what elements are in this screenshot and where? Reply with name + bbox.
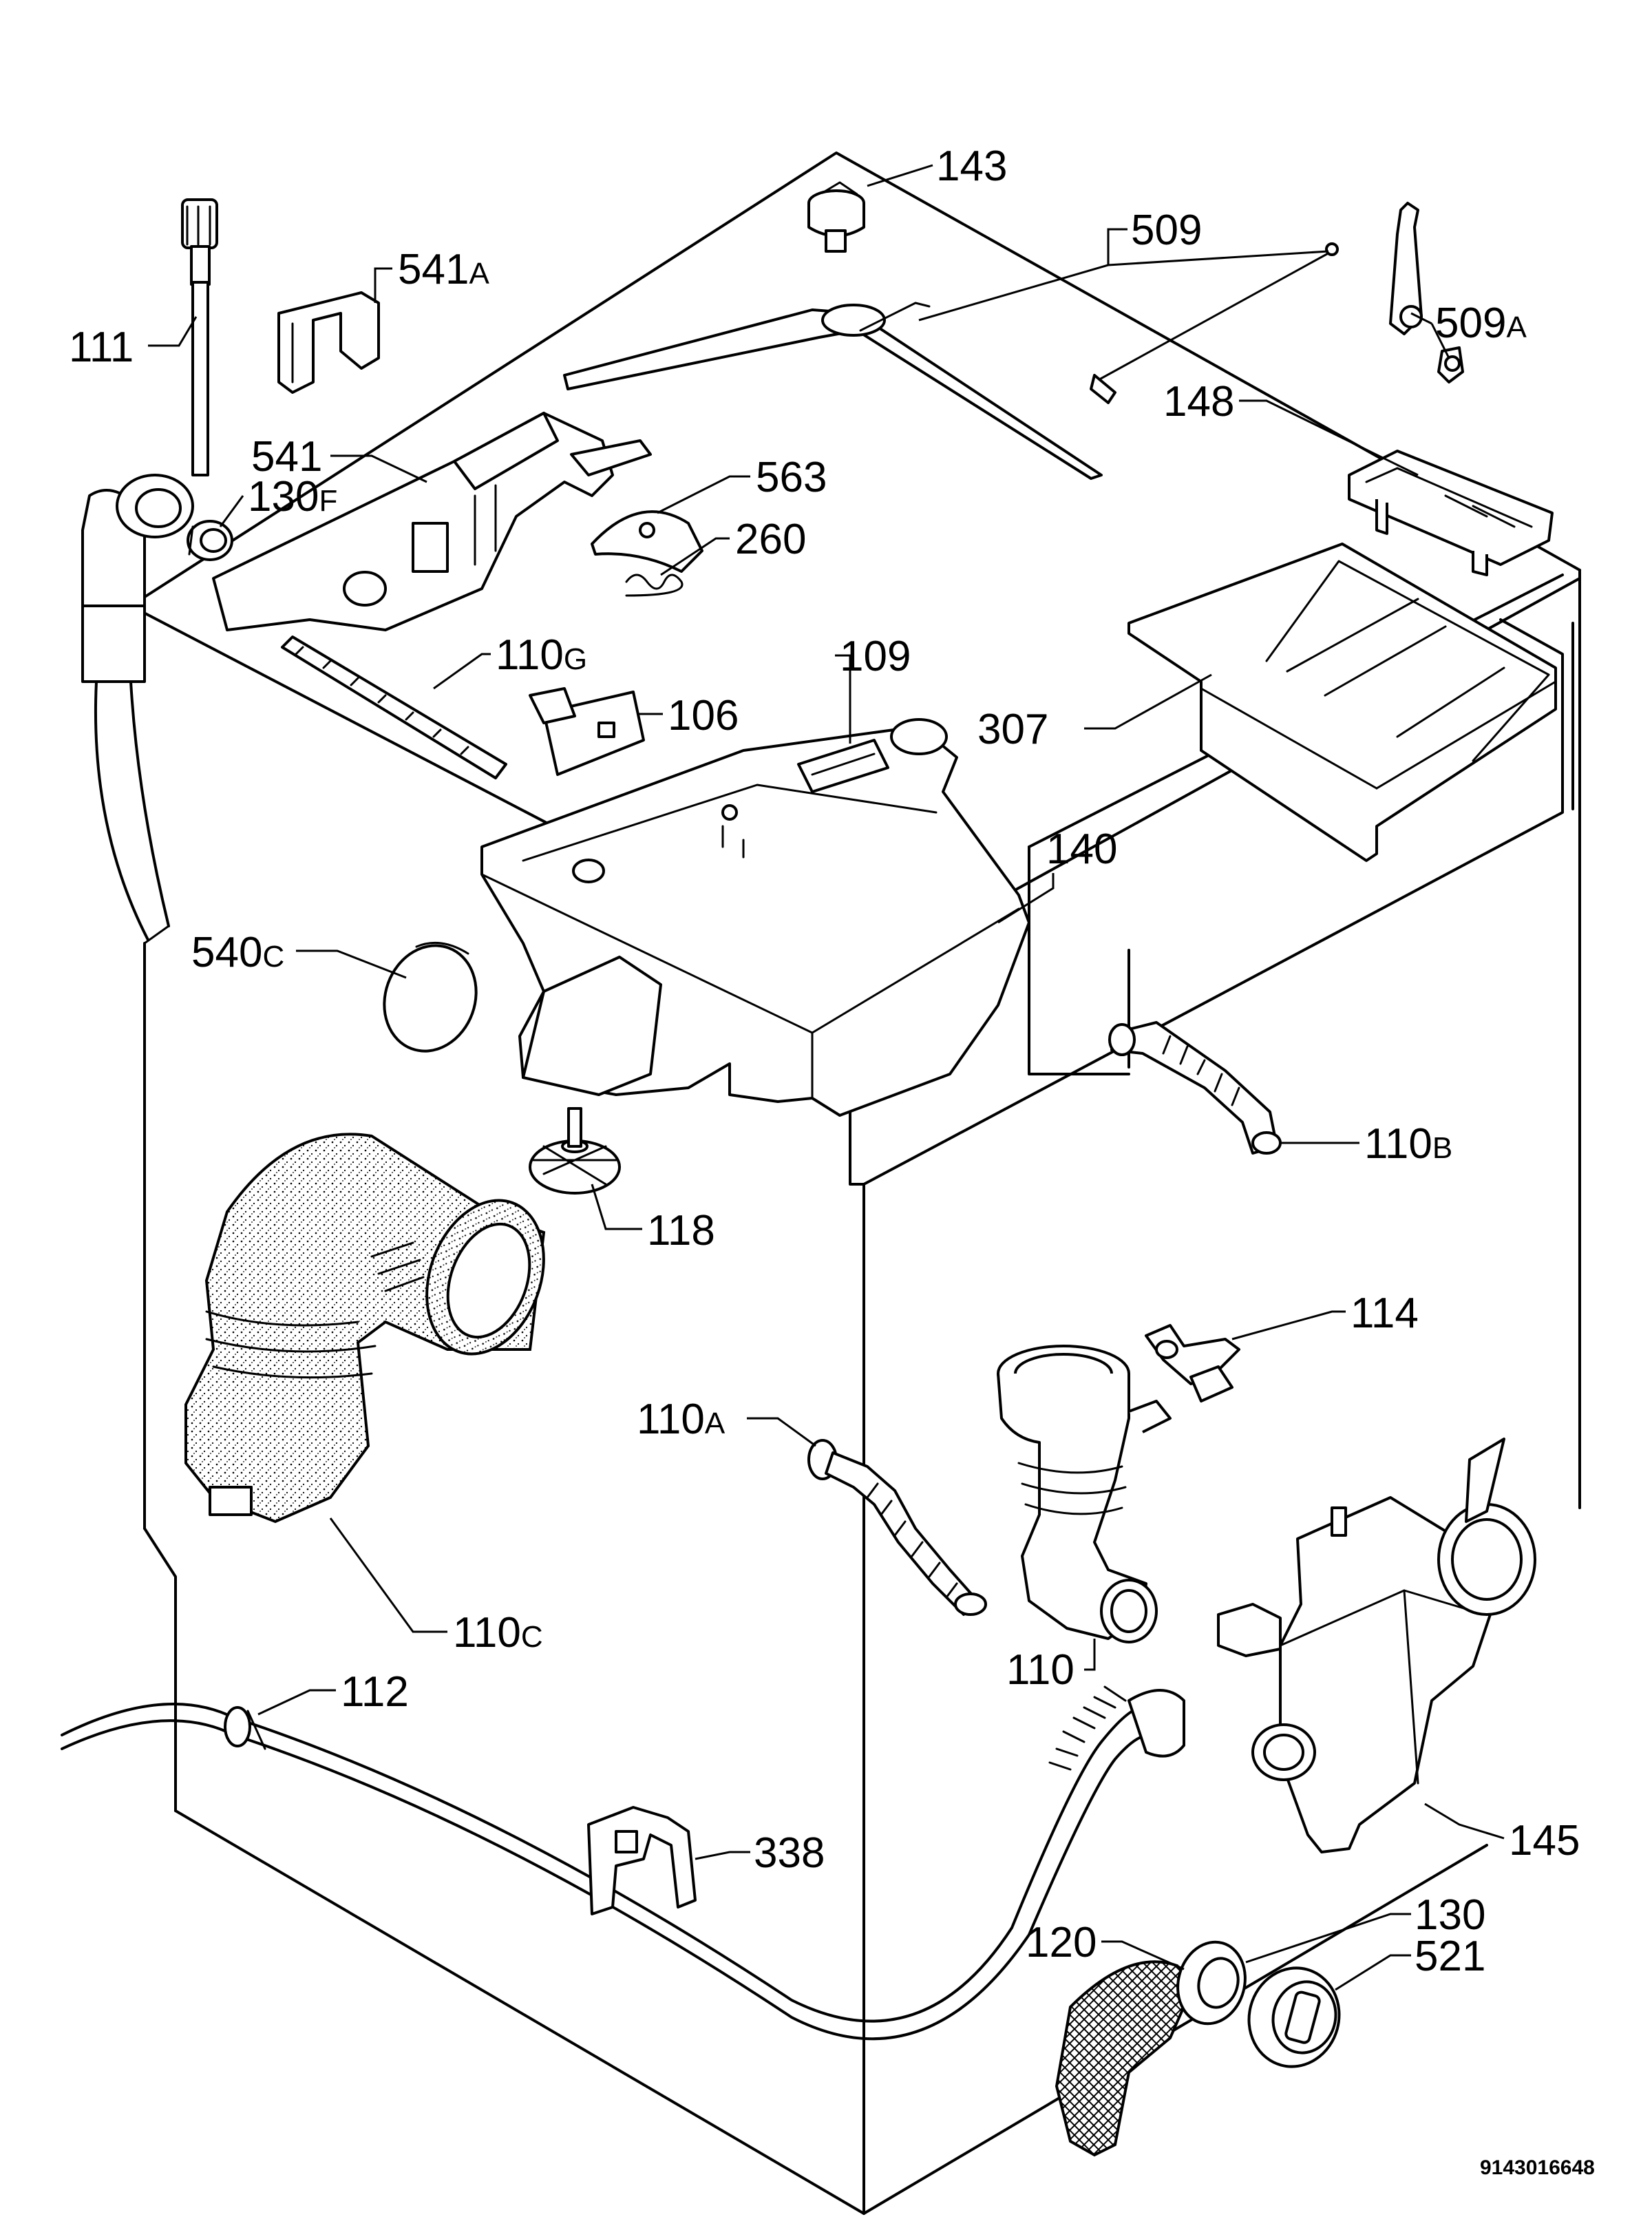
callout-106: 106 — [668, 692, 739, 739]
callout-110c-suffix: C — [521, 1620, 543, 1654]
part-145-drain-pump — [1217, 1438, 1536, 1853]
callout-120-number: 120 — [1026, 1919, 1097, 1966]
callout-130-number: 130 — [1415, 1891, 1485, 1939]
callout-118: 118 — [647, 1207, 715, 1254]
callout-111: 111 — [69, 324, 134, 371]
callout-110c: 110C — [453, 1609, 543, 1657]
callout-110a-suffix: A — [705, 1407, 726, 1440]
callout-338-number: 338 — [754, 1829, 825, 1877]
callout-110g: 110G — [496, 631, 587, 679]
callout-509a-number: 509 — [1435, 299, 1506, 347]
callout-110c-number: 110 — [453, 1609, 521, 1657]
callout-106-number: 106 — [668, 692, 739, 739]
part-260-spring — [625, 574, 684, 597]
part-110b-small-hose — [1108, 1021, 1282, 1155]
callout-130f-suffix: F — [319, 484, 337, 518]
part-563-cam — [591, 510, 703, 573]
callout-307-number: 307 — [977, 706, 1048, 753]
callout-114-number: 114 — [1351, 1290, 1419, 1337]
callout-540c-number: 540 — [191, 929, 262, 976]
part-338-clip — [587, 1806, 697, 1915]
callout-110g-suffix: G — [564, 642, 587, 676]
callout-541-number: 541 — [251, 433, 322, 481]
callout-509a: 509A — [1435, 299, 1527, 347]
callout-111-number: 111 — [69, 324, 134, 371]
part-130f-grommet — [187, 520, 233, 561]
callout-109-number: 109 — [840, 633, 911, 680]
part-110-sump-hose — [997, 1345, 1172, 1643]
part-118-impeller — [529, 1107, 621, 1195]
part-110a-drain-hose — [807, 1439, 987, 1616]
callout-130: 130 — [1415, 1891, 1485, 1939]
callout-148: 148 — [1163, 378, 1234, 425]
callout-521-number: 521 — [1415, 1933, 1485, 1980]
callout-540c: 540C — [191, 929, 284, 976]
part-143-selector-knob — [807, 181, 865, 253]
callout-140: 140 — [1046, 826, 1117, 873]
part-140-dispenser-housing — [480, 718, 1030, 1117]
callout-130f: 130F — [248, 473, 337, 521]
callout-114: 114 — [1351, 1290, 1419, 1337]
callout-260: 260 — [735, 516, 806, 563]
callout-110b: 110B — [1364, 1120, 1452, 1168]
part-130-seal — [1176, 1940, 1247, 2026]
part-112-drain-hose — [61, 1685, 1185, 2041]
leader-lines — [148, 164, 1505, 1991]
callout-541a-suffix: A — [469, 257, 489, 291]
callout-labels: 143 509 509A 541A 111 541 130F 563 260 1… — [69, 143, 1595, 2179]
callout-509a-suffix: A — [1506, 311, 1527, 344]
callout-110a: 110A — [637, 1396, 726, 1443]
callout-509-number: 509 — [1131, 207, 1202, 254]
callout-541a-number: 541 — [398, 246, 469, 293]
callout-307: 307 — [977, 706, 1048, 753]
part-307-dispenser-drawer — [1127, 543, 1557, 862]
callout-110g-number: 110 — [496, 631, 564, 679]
part-521-cap — [1247, 1966, 1341, 2068]
part-110g-tube — [281, 635, 507, 779]
part-114-bracket — [1145, 1324, 1240, 1402]
part-120-filter — [1055, 1960, 1196, 2157]
part-509-lever-arm — [563, 242, 1339, 480]
callout-140-number: 140 — [1046, 826, 1117, 873]
callout-540c-suffix: C — [262, 940, 284, 974]
callout-110a-number: 110 — [637, 1396, 705, 1443]
part-509a-latch — [1389, 202, 1464, 383]
callout-563: 563 — [756, 454, 827, 501]
callout-110b-number: 110 — [1364, 1120, 1432, 1168]
callout-143: 143 — [936, 143, 1007, 190]
callout-112-number: 112 — [341, 1668, 409, 1716]
part-111-inlet-hose — [81, 198, 218, 945]
callout-110-number: 110 — [1006, 1646, 1074, 1694]
callout-338: 338 — [754, 1829, 825, 1877]
callout-130f-number: 130 — [248, 473, 319, 521]
callout-110: 110 — [1006, 1646, 1074, 1694]
part-541-dispenser-bracket — [212, 412, 652, 631]
part-541a-clip — [277, 291, 380, 394]
callout-148-number: 148 — [1163, 378, 1234, 425]
callout-541a: 541A — [398, 246, 489, 293]
callout-112: 112 — [341, 1668, 409, 1716]
callout-143-number: 143 — [936, 143, 1007, 190]
part-110c-bellows — [184, 1133, 546, 1524]
document-number: 9143016648 — [1480, 2156, 1595, 2179]
part-540c-seal-ring — [383, 941, 478, 1053]
callout-145-number: 145 — [1509, 1817, 1580, 1864]
callout-563-number: 563 — [756, 454, 827, 501]
callout-110b-suffix: B — [1432, 1131, 1452, 1165]
callout-541: 541 — [251, 433, 322, 481]
callout-120: 120 — [1026, 1919, 1097, 1966]
callout-118-number: 118 — [647, 1207, 715, 1254]
callout-145: 145 — [1509, 1817, 1580, 1864]
part-106-switch — [529, 687, 645, 776]
callout-260-number: 260 — [735, 516, 806, 563]
part-148-detergent-cover — [1348, 450, 1554, 576]
callout-521: 521 — [1415, 1933, 1485, 1980]
callout-109: 109 — [840, 633, 911, 680]
callout-509: 509 — [1131, 207, 1202, 254]
